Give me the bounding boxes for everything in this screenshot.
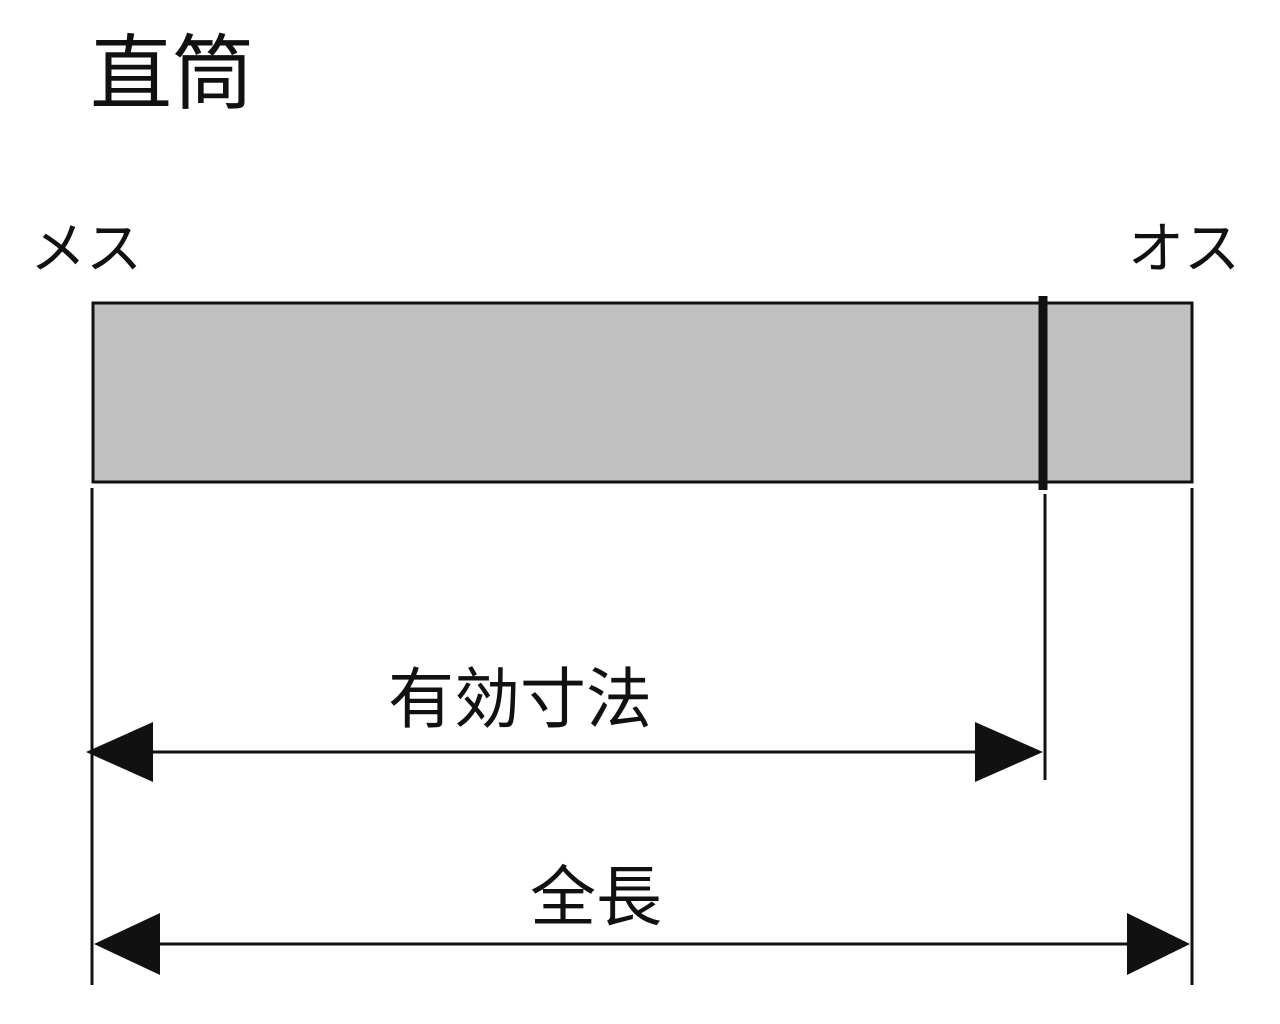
effective-length-arrow-right	[975, 722, 1043, 782]
pipe-body	[91, 301, 1194, 484]
right-end-label: オス	[1128, 217, 1240, 282]
effective-length-label: 有効寸法	[388, 661, 652, 738]
left-end-label: メス	[30, 217, 142, 282]
effective-length-arrow-left	[86, 722, 153, 782]
diagram-title: 直筒	[90, 27, 254, 122]
total-length-label: 全長	[530, 859, 662, 936]
total-length-arrow-left	[94, 913, 160, 975]
total-length-arrow-right	[1127, 913, 1190, 975]
